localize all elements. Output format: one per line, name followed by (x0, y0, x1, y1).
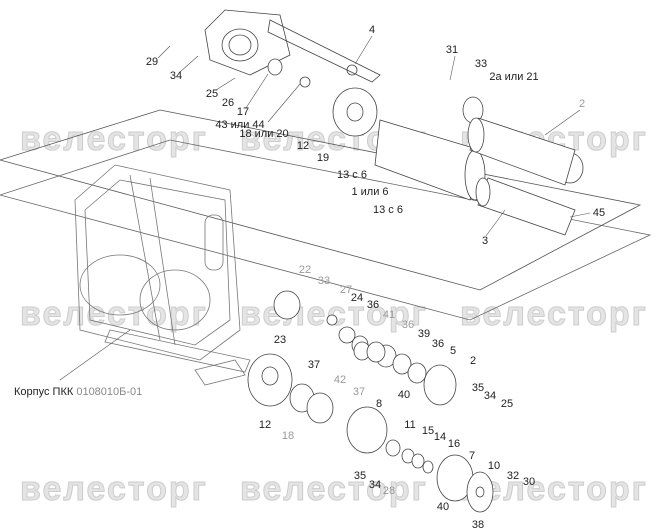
part-label: 36 (431, 338, 445, 350)
part-label: 32 (506, 470, 520, 482)
housing-name: Корпус ПКК (14, 386, 74, 398)
part-label: 35 (353, 470, 367, 482)
part-label: 11 (404, 419, 416, 431)
part-label: 31 (445, 44, 459, 56)
part-label: 14 (433, 431, 447, 443)
part-label: 45 (592, 207, 606, 219)
part-label: 16 (447, 438, 461, 450)
gearbox (204, 9, 381, 83)
part-label: 12 (258, 419, 272, 431)
watermark: велесторг (460, 295, 648, 334)
part-label: 2 (469, 355, 477, 367)
part-label: 12 (296, 140, 310, 152)
part-label: 42 (333, 374, 347, 386)
part-label: 13 с 6 (373, 204, 403, 216)
part-label: 17 (236, 106, 250, 118)
watermark: велесторг (20, 470, 208, 509)
part-label: 36 (401, 319, 415, 331)
part-label: 37 (307, 359, 321, 371)
housing-label: Корпус ПКК 0108010Б-01 (14, 386, 142, 398)
part-label: 2 (578, 98, 586, 110)
part-label: 13 с 6 (337, 169, 367, 181)
part-label: 19 (316, 152, 330, 164)
part-label: 33 (317, 275, 331, 287)
assembly-plane-lower (0, 139, 652, 321)
part-label: 37 (352, 386, 366, 398)
part-label: 18 (281, 430, 295, 442)
part-label: 26 (221, 97, 235, 109)
watermark: велесторг (20, 120, 208, 159)
part-label: 25 (205, 88, 219, 100)
part-label: 10 (487, 460, 501, 472)
assembly-plane-upper (0, 109, 642, 291)
part-label: 25 (500, 398, 514, 410)
watermark: велесторг (240, 470, 428, 509)
part-label: 3 (481, 235, 489, 247)
part-label: 43 или 44 (215, 119, 265, 131)
housing-frame (74, 164, 251, 386)
part-label: 22 (298, 264, 312, 276)
part-label: 34 (483, 390, 497, 402)
part-label: 33 (474, 58, 488, 70)
part-label: 18 или 20 (239, 128, 289, 140)
part-label: 38 (471, 519, 485, 531)
part-label: 34 (169, 70, 183, 82)
part-label: 40 (397, 389, 411, 401)
small-parts-top (267, 58, 584, 184)
part-label: 2а или 21 (489, 71, 539, 83)
part-label: 40 (436, 501, 450, 513)
part-label: 7 (468, 450, 476, 462)
part-label: 23 (273, 334, 287, 346)
part-label: 24 (350, 292, 364, 304)
watermark: велесторг (240, 295, 428, 334)
housing-code: 0108010Б-01 (76, 386, 143, 398)
part-label: 29 (145, 56, 159, 68)
part-label: 30 (522, 476, 536, 488)
part-label: 39 (417, 328, 431, 340)
part-label: 1 или 6 (351, 186, 389, 198)
lower-shaft-parts (247, 290, 494, 513)
part-label: 27 (339, 284, 353, 296)
part-label: 34 (368, 479, 382, 491)
part-label: 36 (366, 299, 380, 311)
part-label: 15 (421, 425, 435, 437)
leader-lines (59, 35, 591, 381)
part-label: 41 (382, 309, 396, 321)
part-label: 8 (375, 398, 383, 410)
part-label: 5 (449, 345, 457, 357)
watermark: велесторг (20, 295, 208, 334)
part-label: 28 (382, 485, 396, 497)
drum (374, 117, 576, 236)
part-label: 35 (471, 382, 485, 394)
part-label: 4 (368, 24, 376, 36)
